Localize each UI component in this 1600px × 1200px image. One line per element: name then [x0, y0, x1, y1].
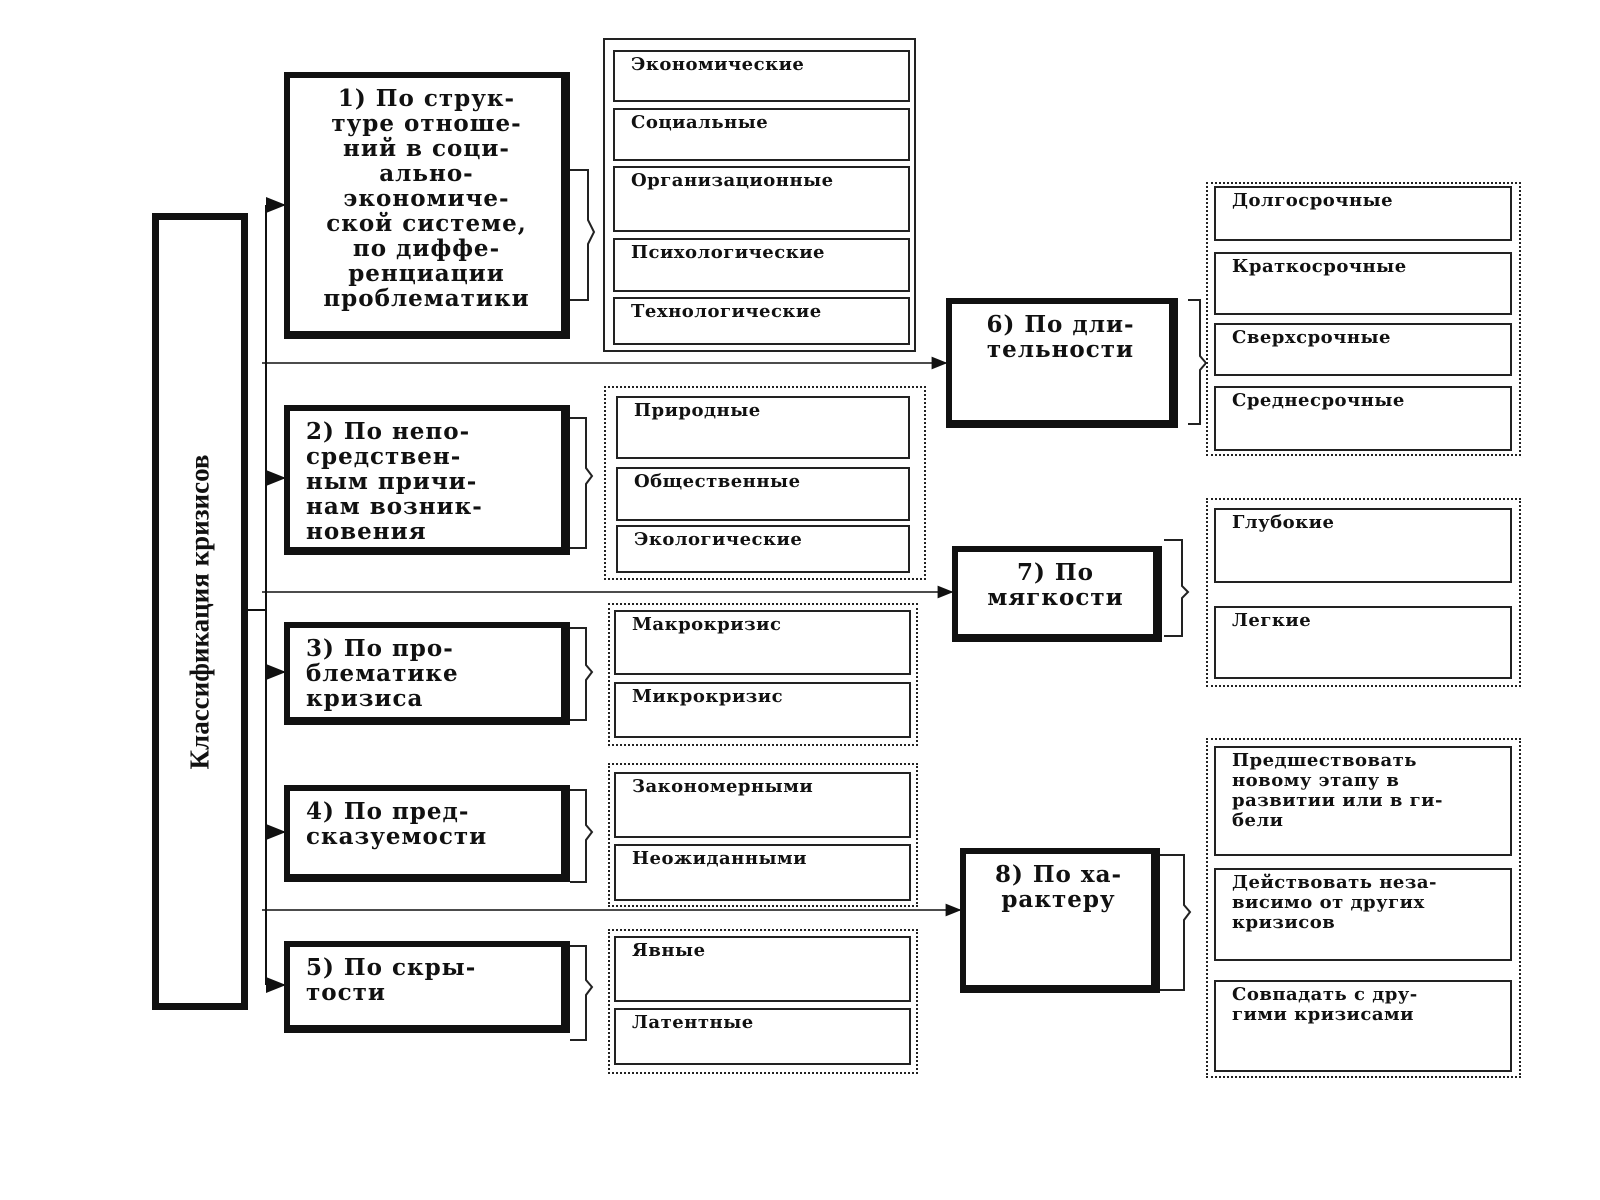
root-box: Классификация кризисов — [152, 213, 248, 1010]
option-label: Социальные — [631, 112, 769, 133]
category-box-problematics: 3) По про- блематике кризиса — [284, 622, 570, 725]
option-box: Микрокризис — [614, 682, 911, 738]
option-label: Среднесрочные — [1232, 390, 1405, 411]
option-label: Экономические — [631, 54, 805, 75]
option-box: Среднесрочные — [1214, 386, 1512, 451]
category-box-causes: 2) По непо- средствен- ным причи- нам во… — [284, 405, 570, 555]
option-label: Экологические — [634, 529, 803, 550]
option-label: Микрокризис — [632, 686, 784, 707]
option-label: Долгосрочные — [1232, 190, 1394, 211]
category-label: 5) По скры- тости — [306, 954, 477, 1006]
option-box: Закономерными — [614, 772, 911, 838]
category-label: 2) По непо- средствен- ным причи- нам во… — [306, 418, 483, 545]
option-label: Латентные — [632, 1012, 754, 1033]
option-box: Краткосрочные — [1214, 252, 1512, 315]
option-box: Общественные — [616, 467, 910, 521]
root-label: Классификация кризисов — [184, 453, 215, 770]
option-label: Предшествовать новому этапу в развитии и… — [1232, 750, 1443, 831]
option-label: Технологические — [631, 301, 822, 322]
option-box: Организационные — [613, 166, 910, 232]
category-label: 3) По про- блематике кризиса — [306, 635, 459, 712]
category-label: 4) По пред- сказуемости — [306, 798, 488, 850]
option-label: Психологические — [631, 242, 826, 263]
category-label: 6) По дли- тельности — [986, 311, 1135, 363]
option-label: Явные — [632, 940, 706, 961]
category-box-softness: 7) По мягкости — [952, 546, 1162, 642]
option-box: Латентные — [614, 1008, 911, 1065]
option-label: Организационные — [631, 170, 834, 191]
category-box-predictability: 4) По пред- сказуемости — [284, 785, 570, 882]
option-box: Совпадать с дру- гими кризисами — [1214, 980, 1512, 1072]
option-box: Макрокризис — [614, 610, 911, 675]
option-label: Легкие — [1232, 610, 1312, 631]
option-label: Глубокие — [1232, 512, 1335, 533]
option-label: Совпадать с дру- гими кризисами — [1232, 984, 1418, 1025]
option-label: Сверхсрочные — [1232, 327, 1391, 348]
option-box: Предшествовать новому этапу в развитии и… — [1214, 746, 1512, 856]
option-label: Макрокризис — [632, 614, 782, 635]
option-box: Явные — [614, 936, 911, 1002]
option-box: Психологические — [613, 238, 910, 292]
category-box-duration: 6) По дли- тельности — [946, 298, 1178, 428]
option-box: Глубокие — [1214, 508, 1512, 583]
option-box: Сверхсрочные — [1214, 323, 1512, 376]
option-label: Неожиданными — [632, 848, 808, 869]
option-box: Социальные — [613, 108, 910, 161]
option-box: Технологические — [613, 297, 910, 345]
option-label: Общественные — [634, 471, 801, 492]
option-box: Экономические — [613, 50, 910, 102]
option-label: Природные — [634, 400, 761, 421]
option-label: Краткосрочные — [1232, 256, 1407, 277]
category-label: 7) По мягкости — [987, 559, 1124, 611]
option-box: Экологические — [616, 525, 910, 573]
category-label: 1) По струк- туре отноше- ний в соци- ал… — [323, 85, 530, 312]
category-label: 8) По ха- рактеру — [994, 861, 1123, 913]
category-box-latency: 5) По скры- тости — [284, 941, 570, 1033]
option-box: Долгосрочные — [1214, 186, 1512, 241]
option-box: Действовать неза- висимо от других кризи… — [1214, 868, 1512, 961]
option-box: Неожиданными — [614, 844, 911, 901]
category-box-structure: 1) По струк- туре отноше- ний в соци- ал… — [284, 72, 570, 339]
option-label: Действовать неза- висимо от других кризи… — [1232, 872, 1437, 933]
category-box-character: 8) По ха- рактеру — [960, 848, 1160, 993]
option-label: Закономерными — [632, 776, 814, 797]
option-box: Легкие — [1214, 606, 1512, 679]
option-box: Природные — [616, 396, 910, 459]
